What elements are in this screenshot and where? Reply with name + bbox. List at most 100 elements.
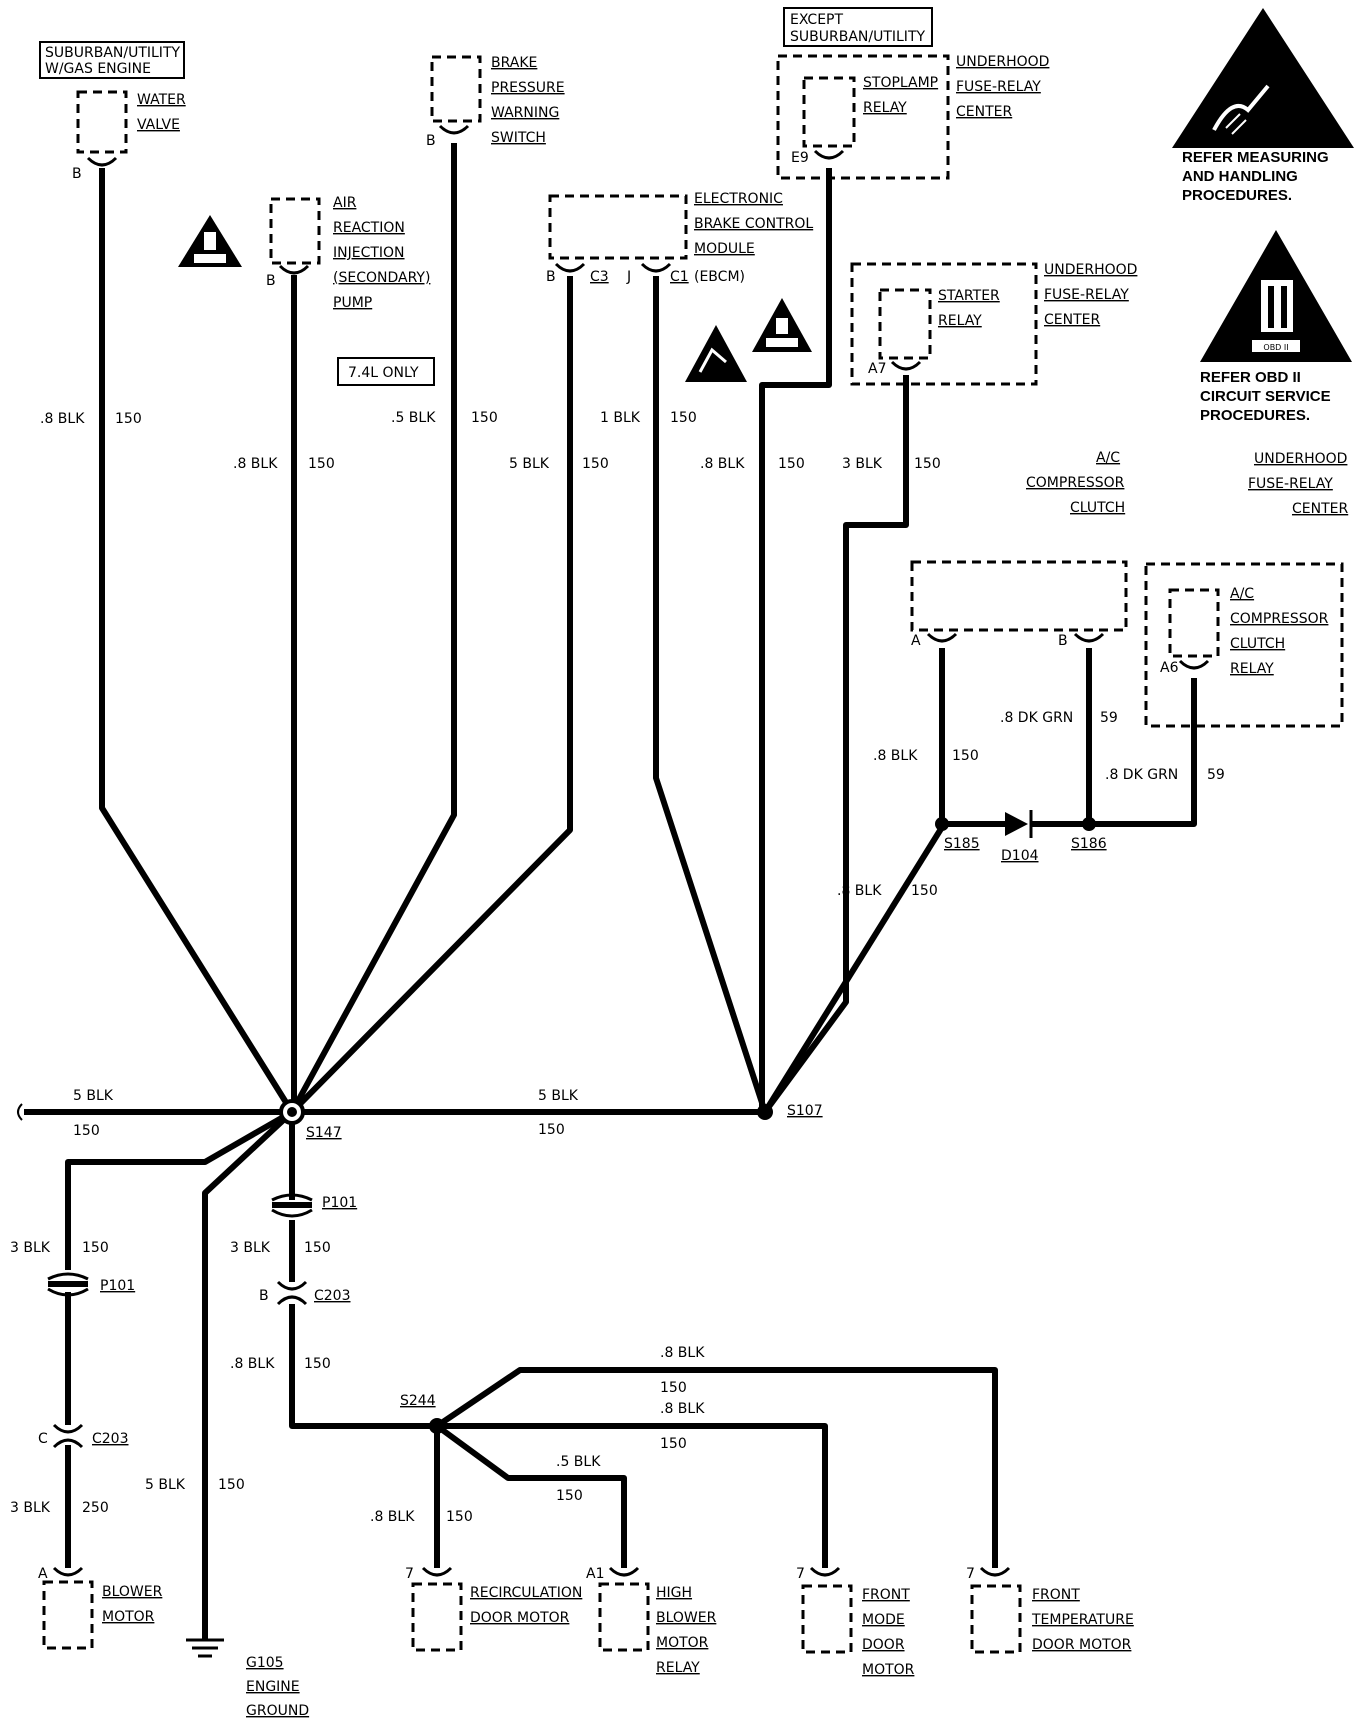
wire-s147-s107-circuit: 150	[538, 1122, 565, 1138]
wire-left-feed-size: 5 BLK	[73, 1088, 114, 1104]
water-valve-pin: B	[72, 166, 82, 182]
wire-high-blower-circuit: 150	[556, 1488, 583, 1504]
wire-ac-relay-circuit: 59	[1207, 767, 1225, 783]
front-mode-label-1: FRONT	[862, 1587, 910, 1603]
wire-starter	[762, 375, 909, 1114]
starter-label-2: RELAY	[938, 313, 982, 329]
wire-high-blower-size: .5 BLK	[556, 1454, 601, 1470]
wire-ebcm-b-size: 5 BLK	[509, 456, 550, 472]
wire-blower-down-circuit: 250	[82, 1500, 109, 1516]
obd-ii-warning-icon	[178, 215, 242, 267]
wire-front-temp-size: .8 BLK	[660, 1345, 705, 1361]
air-pump-label-2: REACTION	[333, 220, 405, 236]
wire-p101-right-circuit: 150	[304, 1240, 331, 1256]
wire-front-mode	[437, 1423, 828, 1568]
water-valve-label-2: VALVE	[137, 117, 180, 133]
brake-switch-pin: B	[426, 133, 436, 149]
wire-ebcm-c1	[653, 276, 768, 1113]
wire-ebcm-b	[289, 276, 573, 1115]
obd-ii-icon-text: OBD II	[1263, 343, 1288, 352]
ground-icon	[186, 1638, 224, 1658]
measuring-note-2: AND HANDLING	[1182, 168, 1298, 185]
splice-s244	[429, 1418, 445, 1434]
fuse-relay-2-label-1: UNDERHOOD	[1044, 262, 1137, 278]
wire-c203-s244-size: .8 BLK	[230, 1356, 275, 1372]
splices: S147 S107 S185 S186 S244 D104 P101 P101	[17, 810, 1107, 1449]
wire-ground-size: 5 BLK	[145, 1477, 186, 1493]
obd-note-1: REFER OBD II	[1200, 369, 1301, 386]
ac-relay-pin: A6	[1160, 660, 1179, 676]
s185-label: S185	[944, 836, 980, 852]
except-suburban-box	[783, 7, 933, 47]
measuring-note-1: REFER MEASURING	[1182, 149, 1329, 166]
wire-ac-relay	[1089, 678, 1197, 827]
recirc-label-2: DOOR MOTOR	[470, 1610, 570, 1626]
brake-switch-label-2: PRESSURE	[491, 80, 565, 96]
water-valve-label-1: WATER	[137, 92, 186, 108]
c203-right-pin: B	[259, 1288, 269, 1304]
c203-left-pin: C	[38, 1431, 48, 1447]
ebcm-icon	[548, 194, 688, 260]
obd-note-2: CIRCUIT SERVICE	[1200, 388, 1331, 405]
p101-right-connector-icon	[271, 1193, 313, 1218]
c203-left-label: C203	[92, 1431, 129, 1447]
fuse-relay-1-label-1: UNDERHOOD	[956, 54, 1049, 70]
ground-label-1: G105	[246, 1655, 284, 1671]
c203-right-label: C203	[314, 1288, 351, 1304]
wire-ac-b-size: .8 DK GRN	[1000, 710, 1073, 726]
p101-left-label: P101	[100, 1278, 135, 1294]
s107-label: S107	[787, 1103, 823, 1119]
p101-left-connector-icon	[47, 1272, 89, 1297]
air-pump-pin: B	[266, 273, 276, 289]
wire-ebcm-b-circuit: 150	[582, 456, 609, 472]
splice-s185	[935, 817, 949, 831]
ebcm-label-1: ELECTRONIC	[694, 191, 783, 207]
ac-relay-label-2: COMPRESSOR	[1230, 611, 1329, 627]
wire-ground-circuit: 150	[218, 1477, 245, 1493]
except-suburban-line1: EXCEPT	[790, 12, 843, 28]
air-pump-label-5: PUMP	[333, 295, 372, 311]
wire-s185-s107	[762, 822, 947, 1114]
air-pump-icon	[269, 197, 321, 265]
blower-motor-icon	[42, 1580, 94, 1650]
engine-74-box	[337, 357, 435, 386]
front-temp-label-3: DOOR MOTOR	[1032, 1637, 1132, 1653]
front-mode-label-2: MODE	[862, 1612, 905, 1628]
ac-relay-label-4: RELAY	[1230, 661, 1274, 677]
wire-front-temp-circuit: 150	[660, 1380, 687, 1396]
wire-blower-up-circuit: 150	[82, 1240, 109, 1256]
d104-label: D104	[1001, 848, 1039, 864]
esd-warning-icon-large	[1172, 8, 1354, 148]
wire-water-valve-size: .8 BLK	[40, 411, 85, 427]
wire-front-temp	[435, 1367, 998, 1568]
fuse-relay-3-label-3: CENTER	[1292, 501, 1348, 517]
ebcm-pin-j: J	[626, 269, 631, 285]
ac-clutch-label-3: CLUTCH	[1070, 500, 1125, 516]
ebcm-label-4: (EBCM)	[694, 269, 745, 285]
starter-relay-icon	[878, 288, 932, 360]
ground-label-3: GROUND	[246, 1703, 309, 1719]
wire-high-blower	[435, 1423, 627, 1568]
obd-ii-warning-icon-large: OBD II	[1200, 230, 1352, 362]
wire-ac-relay-size: .8 DK GRN	[1105, 767, 1178, 783]
suburban-gas-line1: SUBURBAN/UTILITY	[45, 45, 180, 61]
wire-ebcm-c1-circuit: 150	[670, 410, 697, 426]
c203-left-connector-icon	[52, 1423, 84, 1449]
wire-ebcm-c1-size: 1 BLK	[600, 410, 641, 426]
wire-stoplamp-size: .8 BLK	[700, 456, 745, 472]
fuse-relay-center-1-box	[776, 54, 950, 180]
wire-ac-a-circuit: 150	[952, 748, 979, 764]
obd-ii-warning-icon-small	[752, 298, 812, 352]
wire-starter-circuit: 150	[914, 456, 941, 472]
ebcm-pin-c1: C1	[670, 269, 689, 285]
stoplamp-relay-icon	[802, 76, 856, 148]
fuse-relay-center-2-box	[850, 262, 1038, 386]
wire-water-valve	[99, 168, 295, 1114]
wire-break-icon	[17, 1103, 23, 1121]
front-mode-label-3: DOOR	[862, 1637, 905, 1653]
stoplamp-label-2: RELAY	[863, 100, 907, 116]
obd-note-3: PROCEDURES.	[1200, 407, 1310, 424]
high-blower-label-4: RELAY	[656, 1660, 700, 1676]
s147-label: S147	[306, 1125, 342, 1141]
